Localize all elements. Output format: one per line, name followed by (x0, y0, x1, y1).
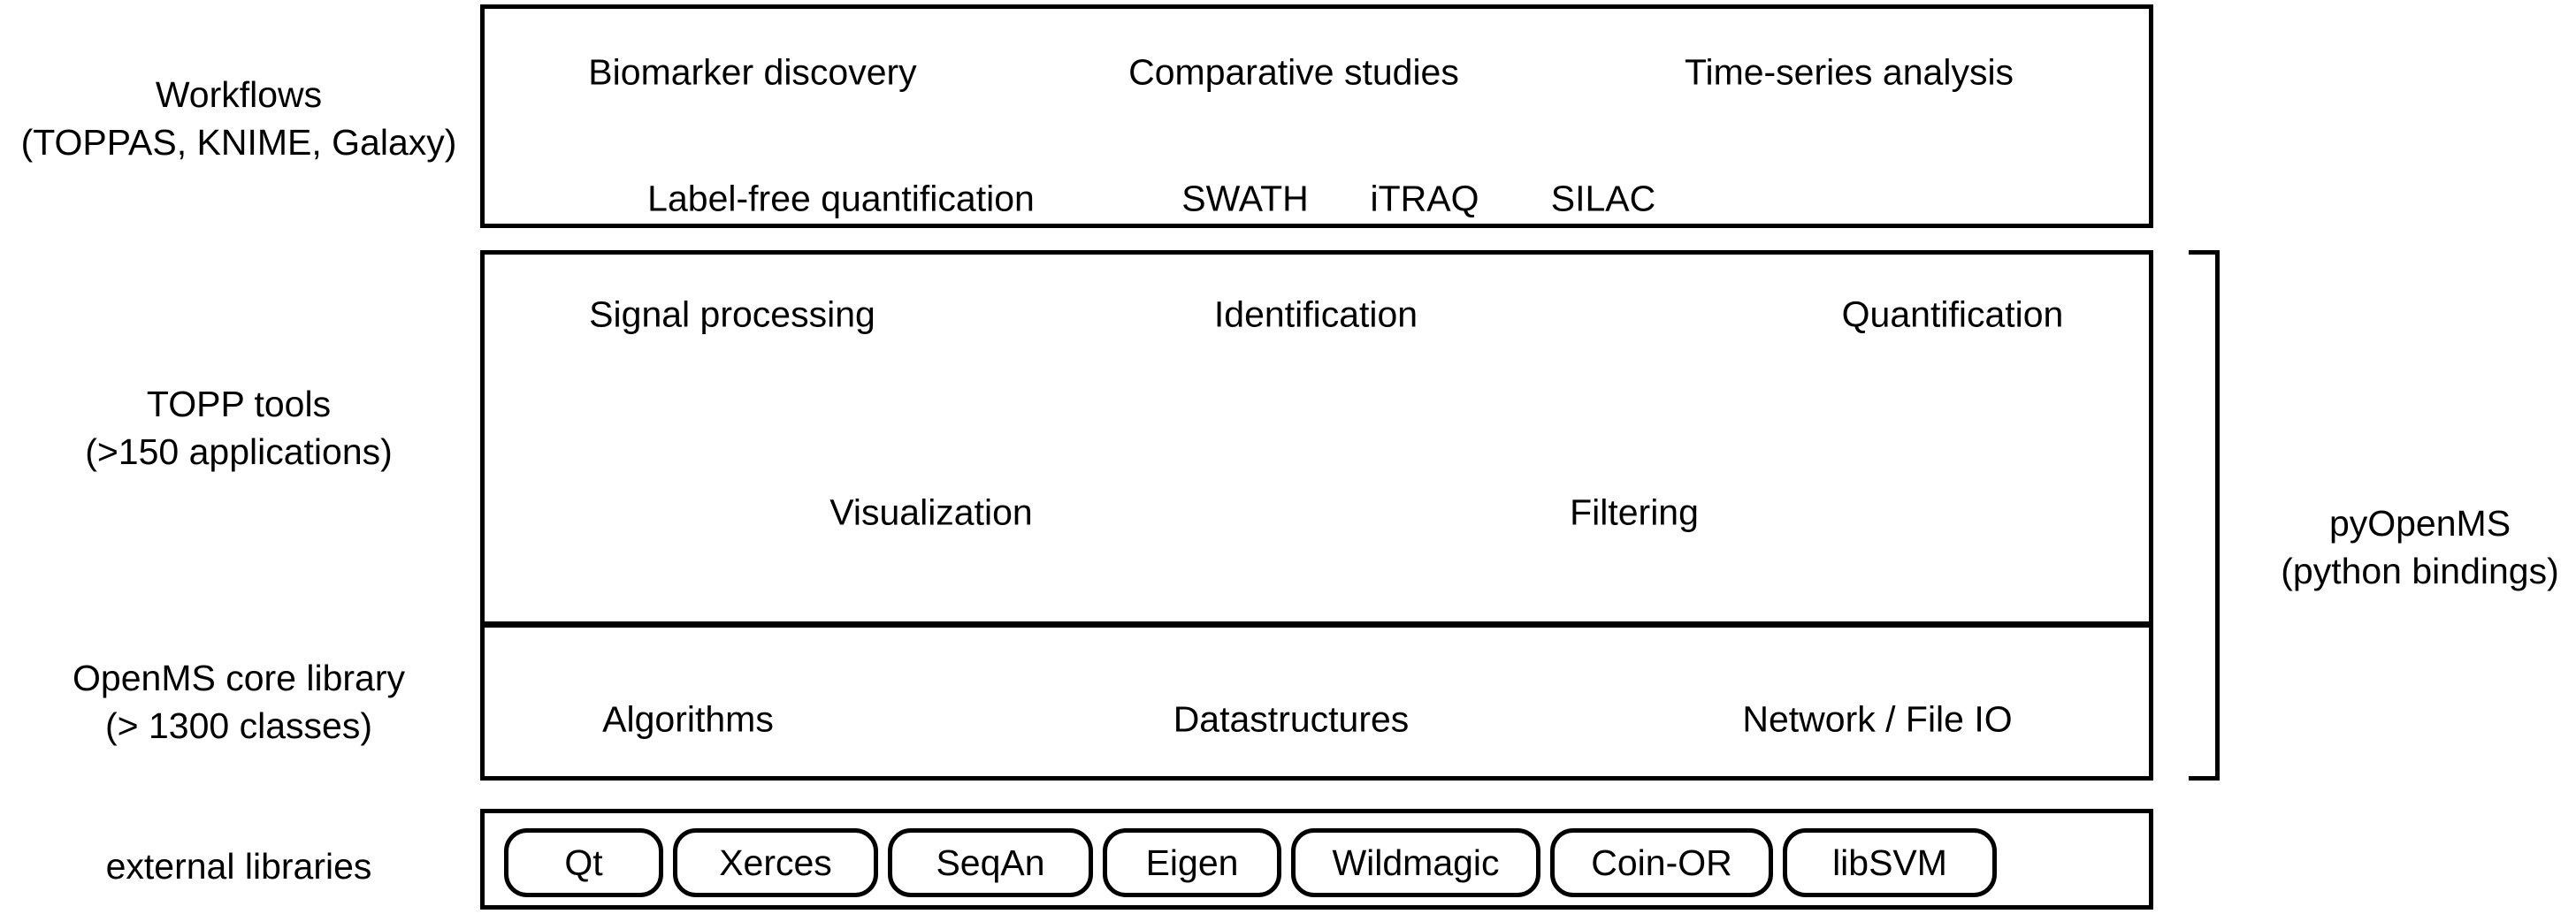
tier-label-topp-tools: TOPP tools (>150 applications) (0, 380, 478, 476)
topp-item-identification: Identification (1213, 293, 1418, 335)
core-item-network-file-io: Network / File IO (1742, 698, 2013, 740)
tier-label-core-library: OpenMS core library (> 1300 classes) (0, 654, 478, 750)
external-libraries-box: Qt Xerces SeqAn Eigen Wildmagic Coin-OR … (480, 809, 2153, 910)
bracket-tick-bottom (2189, 776, 2220, 781)
external-library-pill-libsvm[interactable]: libSVM (1783, 828, 1997, 897)
external-library-pill-xerces[interactable]: Xerces (673, 828, 878, 897)
topp-item-visualization: Visualization (829, 491, 1033, 533)
tier-label-core-library-line1: OpenMS core library (73, 658, 405, 698)
topp-tools-box: Signal processing Identification Quantif… (480, 250, 2153, 626)
topp-item-quantification: Quantification (1841, 293, 2064, 335)
core-item-algorithms: Algorithms (602, 698, 774, 740)
bracket-vertical-bar (2215, 250, 2220, 781)
external-library-pill-qt[interactable]: Qt (504, 828, 663, 897)
tier-label-topp-tools-line2: (>150 applications) (85, 431, 393, 473)
tier-label-external-libraries: external libraries (0, 842, 478, 890)
workflow-item-biomarker-discovery: Biomarker discovery (588, 51, 917, 93)
tier-label-core-library-line2: (> 1300 classes) (105, 705, 372, 747)
topp-item-signal-processing: Signal processing (589, 293, 875, 335)
tier-label-workflows: Workflows (TOPPAS, KNIME, Galaxy) (0, 71, 478, 166)
workflow-item-label-free-quantification: Label-free quantification (647, 178, 1035, 219)
bracket-tick-top (2189, 250, 2220, 255)
tier-label-external-libraries-line1: external libraries (105, 846, 372, 887)
external-library-pill-seqan[interactable]: SeqAn (888, 828, 1093, 897)
workflow-item-silac: SILAC (1550, 178, 1656, 219)
pyopenms-bracket (2189, 250, 2220, 781)
external-library-pill-eigen[interactable]: Eigen (1103, 828, 1281, 897)
tier-label-workflows-line1: Workflows (155, 74, 323, 115)
workflow-item-itraq: iTRAQ (1370, 178, 1479, 219)
topp-item-filtering: Filtering (1570, 491, 1699, 533)
pyopenms-label-line2: (python bindings) (2281, 551, 2559, 592)
workflow-item-time-series-analysis: Time-series analysis (1684, 51, 2014, 93)
workflow-item-swath: SWATH (1181, 178, 1309, 219)
pyopenms-label: pyOpenMS (python bindings) (2264, 499, 2576, 595)
pyopenms-label-line1: pyOpenMS (2328, 503, 2511, 544)
external-library-pill-wildmagic[interactable]: Wildmagic (1291, 828, 1540, 897)
tier-label-workflows-line2: (TOPPAS, KNIME, Galaxy) (20, 122, 457, 164)
core-library-box: Algorithms Datastructures Network / File… (480, 623, 2153, 781)
core-item-datastructures: Datastructures (1173, 698, 1410, 740)
workflows-box: Biomarker discovery Comparative studies … (480, 4, 2153, 228)
tier-label-topp-tools-line1: TOPP tools (146, 384, 332, 424)
external-library-pill-coin-or[interactable]: Coin-OR (1550, 828, 1773, 897)
workflow-item-comparative-studies: Comparative studies (1128, 51, 1459, 93)
